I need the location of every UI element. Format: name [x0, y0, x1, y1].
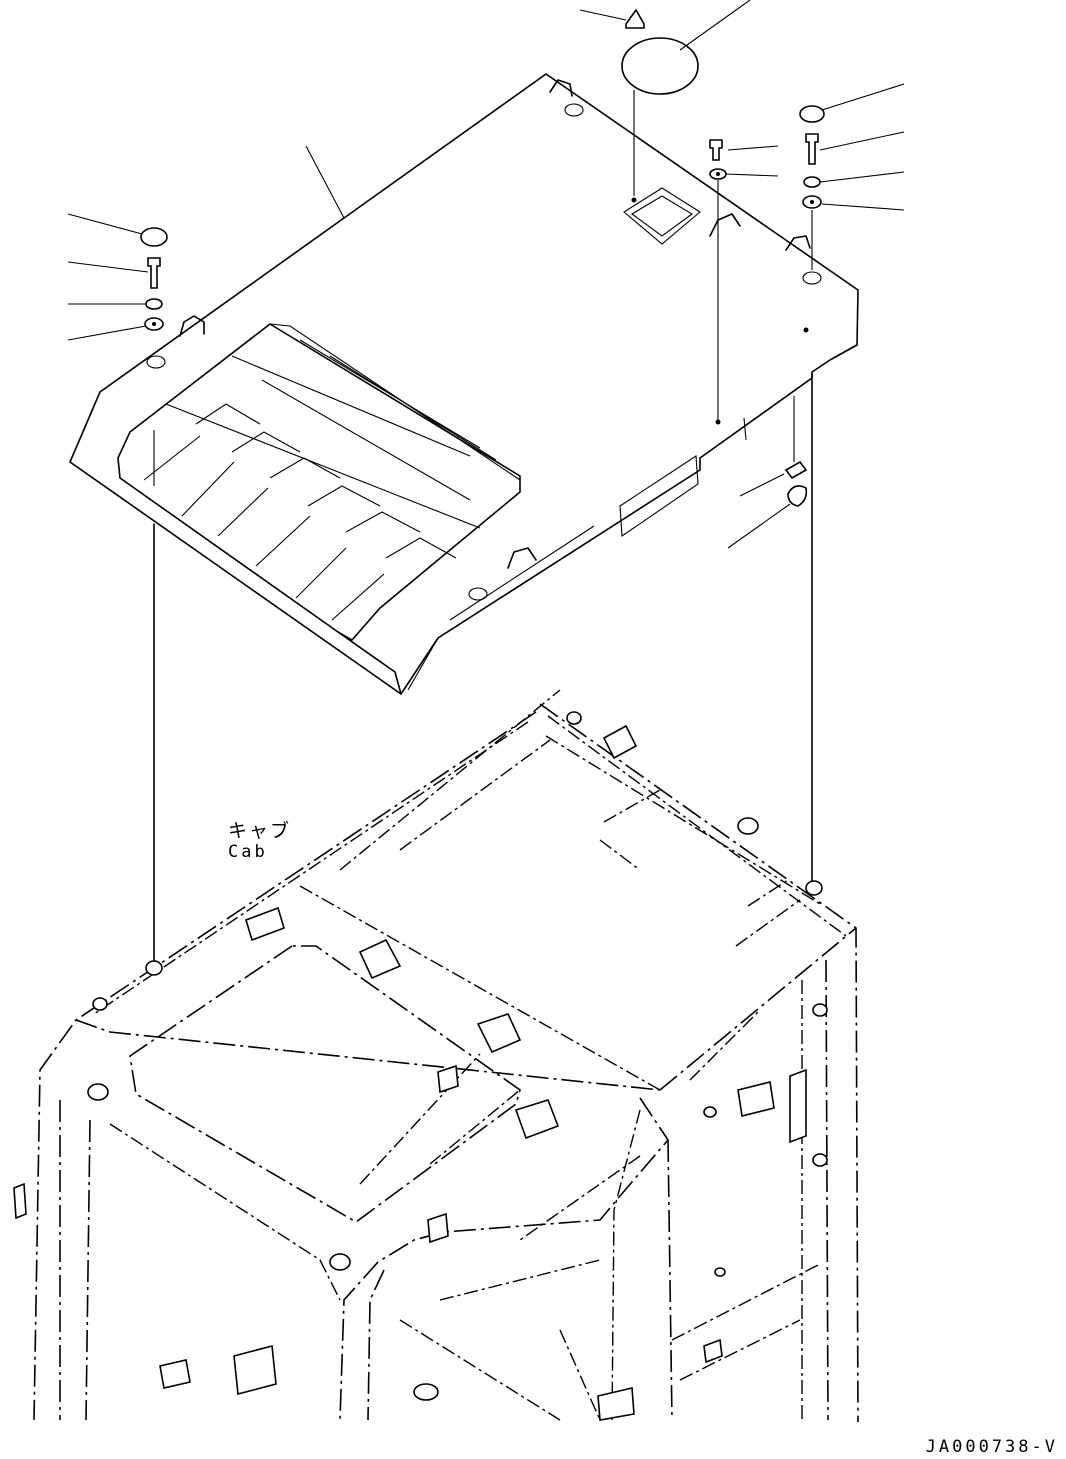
bolt-left: [147, 257, 161, 289]
bolt-mid: [709, 139, 723, 161]
cable-clamp-1: [179, 315, 205, 337]
service-hatch: [623, 187, 701, 245]
lock-washer-right: [803, 176, 821, 188]
cab-mount-boss-left: [145, 960, 163, 976]
grommet-right: [787, 485, 808, 507]
lock-washer-left: [145, 298, 163, 310]
cab-roof-window: [129, 945, 521, 1223]
hardware-right: [709, 105, 825, 507]
cab-label-english: Cab: [228, 842, 268, 862]
cab-mount-boss-right: [805, 880, 823, 896]
mount-hole-3: [802, 271, 822, 285]
cap-nut-top: [625, 8, 645, 29]
bracket-right: [784, 460, 808, 480]
hardware-top: [621, 8, 699, 95]
hardware-left: [140, 227, 168, 331]
rubber-cap-right: [799, 105, 825, 123]
roof-louvre-grill: [129, 323, 521, 641]
cable-clamp-4: [785, 235, 811, 251]
cable-clamp-3: [709, 213, 741, 237]
roof-cover-panel: [69, 73, 859, 695]
caution-label-plate: [619, 455, 699, 537]
alignment-lines: [153, 90, 813, 963]
cable-clamp-2: [549, 79, 573, 97]
cable-clamp-5: [507, 547, 537, 569]
mount-hole-1: [146, 355, 166, 369]
cab-frame: [13, 689, 859, 1423]
hatch-cover: [621, 37, 699, 95]
cab-label-japanese: キャブ: [228, 820, 292, 842]
leader-lines: [67, 0, 905, 549]
mount-hole-4: [468, 587, 488, 601]
rubber-cap-left: [140, 227, 168, 247]
drawing-code: JA000738-V: [925, 1437, 1058, 1457]
bolt-right: [805, 133, 819, 165]
mount-hole-2: [564, 103, 584, 117]
